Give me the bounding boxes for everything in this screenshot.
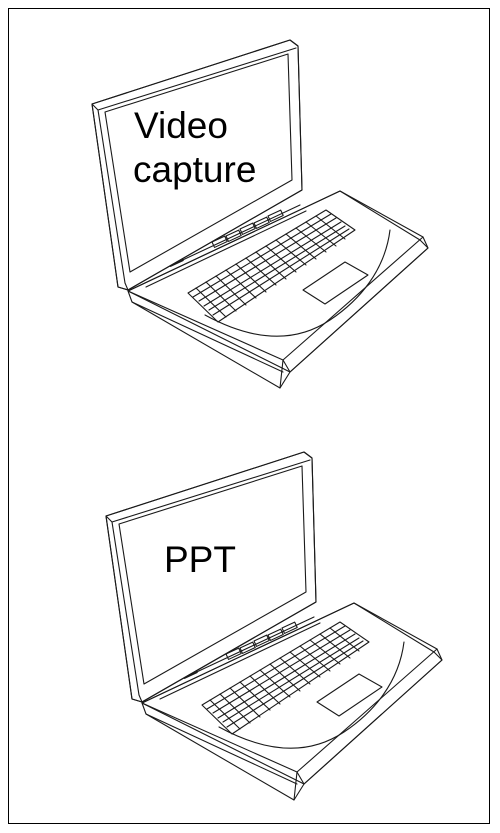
screen-text-line: PPT (164, 539, 236, 580)
screen-text-line: capture (133, 148, 256, 192)
laptop-icon-2 (106, 452, 442, 800)
screen-text-line: Video (134, 104, 256, 148)
screen-text-ppt: PPT (164, 538, 236, 582)
laptop-icon-1 (92, 40, 428, 388)
screen-text-video-capture: Video capture (134, 104, 256, 192)
